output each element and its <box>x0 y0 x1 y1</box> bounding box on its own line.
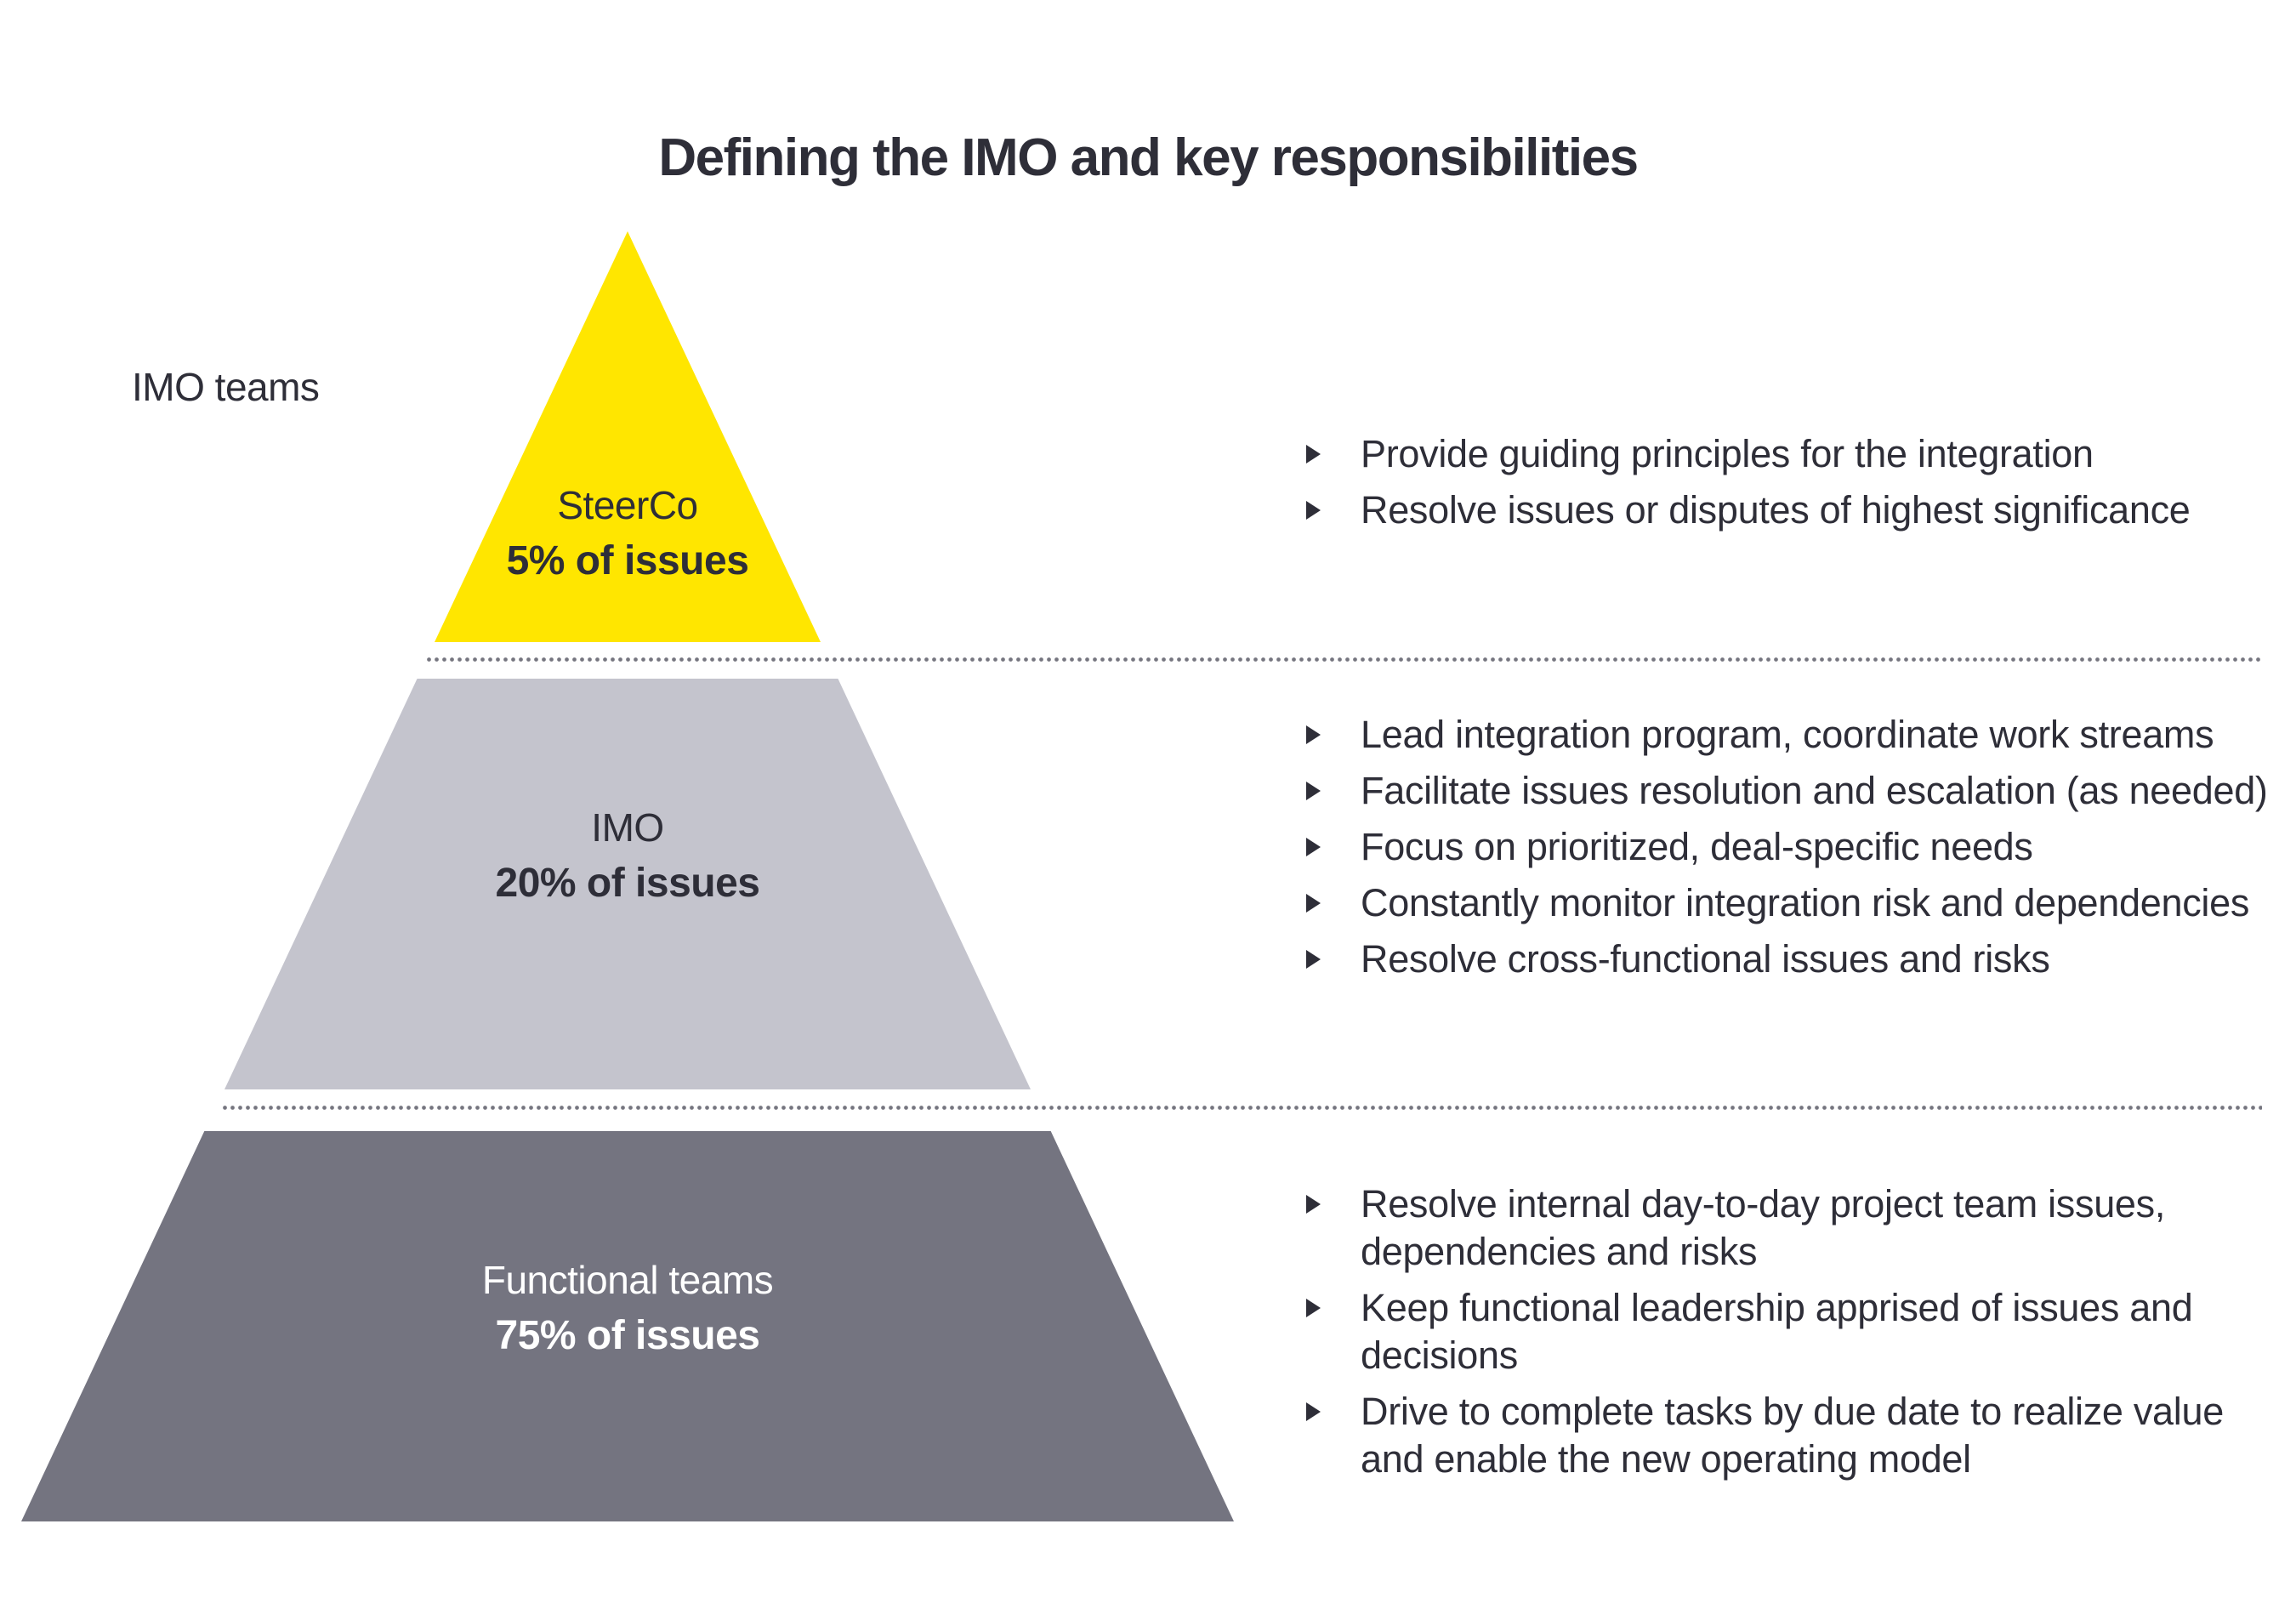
tier-share: 20% of issues <box>495 861 760 906</box>
bullet-text: Drive to complete tasks by due date to r… <box>1361 1390 2224 1481</box>
bullet-text: Resolve cross-functional issues and risk… <box>1361 937 2050 981</box>
bullet-item: Constantly monitor integration risk and … <box>1306 879 2293 927</box>
bullet-text: Focus on prioritized, deal-specific need… <box>1361 825 2033 868</box>
bullet-text: Provide guiding principles for the integ… <box>1361 432 2094 475</box>
pyramid-tier-functional: Functional teams 75% of issues <box>21 1131 1234 1521</box>
tier-name: Functional teams <box>481 1258 774 1302</box>
tier-functional-text: Functional teams 75% of issues <box>21 1252 1234 1364</box>
bullet-item: Facilitate issues resolution and escalat… <box>1306 767 2293 815</box>
responsibility-group-imo: Lead integration program, coordinate wor… <box>1306 711 2293 992</box>
bullet-item: Resolve issues or disputes of highest si… <box>1306 486 2293 534</box>
bullet-item: Resolve cross-functional issues and risk… <box>1306 935 2293 983</box>
bullet-item: Lead integration program, coordinate wor… <box>1306 711 2293 759</box>
tier-imo-text: IMO 20% of issues <box>224 799 1031 912</box>
bullet-arrow-icon <box>1306 1402 1321 1421</box>
pyramid-tier-steerco: SteerCo 5% of issues <box>435 231 821 642</box>
responsibility-group-functional: Resolve internal day-to-day project team… <box>1306 1180 2293 1492</box>
imo-teams-label: IMO teams <box>132 365 320 409</box>
bullet-text: Resolve issues or disputes of highest si… <box>1361 488 2191 532</box>
pyramid-tier-imo: IMO 20% of issues <box>224 679 1031 1089</box>
bullet-arrow-icon <box>1306 950 1321 969</box>
bullet-arrow-icon <box>1306 445 1321 463</box>
bullet-arrow-icon <box>1306 1299 1321 1317</box>
bullet-arrow-icon <box>1306 782 1321 800</box>
tier-name: SteerCo <box>557 483 698 527</box>
bullet-arrow-icon <box>1306 1195 1321 1214</box>
bullet-arrow-icon <box>1306 894 1321 913</box>
bullet-item: Keep functional leadership apprised of i… <box>1306 1284 2293 1379</box>
bullet-text: Constantly monitor integration risk and … <box>1361 881 2250 924</box>
dotted-divider-steerco-imo <box>425 656 2262 663</box>
page-title: Defining the IMO and key responsibilitie… <box>658 128 1639 187</box>
bullet-text: Keep functional leadership apprised of i… <box>1361 1286 2193 1377</box>
bullet-item: Drive to complete tasks by due date to r… <box>1306 1388 2293 1483</box>
bullet-text: Facilitate issues resolution and escalat… <box>1361 769 2268 812</box>
bullet-text: Resolve internal day-to-day project team… <box>1361 1182 2166 1273</box>
tier-share: 75% of issues <box>495 1313 760 1358</box>
bullet-item: Focus on prioritized, deal-specific need… <box>1306 823 2293 871</box>
tier-steerco-text: SteerCo 5% of issues <box>435 477 821 589</box>
bullet-item: Resolve internal day-to-day project team… <box>1306 1180 2293 1276</box>
bullet-arrow-icon <box>1306 501 1321 520</box>
bullet-arrow-icon <box>1306 725 1321 744</box>
responsibility-group-steerco: Provide guiding principles for the integ… <box>1306 430 2293 543</box>
dotted-divider-imo-functional <box>221 1104 2262 1112</box>
bullet-item: Provide guiding principles for the integ… <box>1306 430 2293 478</box>
bullet-text: Lead integration program, coordinate wor… <box>1361 713 2214 756</box>
tier-name: IMO <box>591 805 664 850</box>
tier-share: 5% of issues <box>506 538 749 583</box>
bullet-arrow-icon <box>1306 838 1321 856</box>
